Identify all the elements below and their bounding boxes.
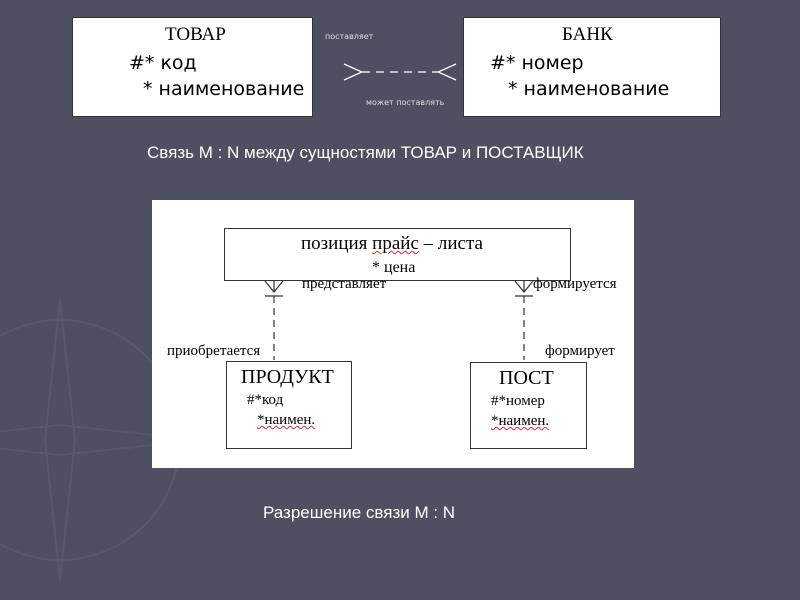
relationship-label: поставляет — [325, 32, 374, 41]
relationship-label: формируется — [533, 276, 617, 292]
entity-title: ПОСТ — [499, 367, 554, 389]
relationship-lines — [264, 280, 534, 360]
entity-attr: *наимен. — [491, 413, 550, 429]
entity-title: ТОВАР — [165, 24, 226, 45]
entity-attr: * цена — [372, 259, 416, 276]
many-to-many-connector — [343, 63, 457, 81]
relationship-label: приобретается — [167, 343, 261, 359]
relationship-label: представляет — [302, 276, 387, 292]
entity-tovar: ТОВАР #* код * наименование — [72, 17, 313, 117]
entity-attr: #* код — [129, 52, 197, 74]
entity-attr: * наименование — [143, 78, 305, 100]
caption-resolution: Разрешение связи M : N — [263, 503, 456, 522]
entity-title: ПРОДУКТ — [241, 366, 334, 388]
entity-attr: *наимен. — [257, 412, 316, 428]
resolution-diagram: позиция прайс – листа * цена представляе… — [152, 200, 634, 468]
entity-post: ПОСТ #*номер *наимен. — [470, 362, 587, 449]
entity-bank: БАНК #* номер * наименование — [463, 17, 721, 117]
entity-title: позиция прайс – листа — [301, 233, 483, 254]
entity-attr: #*код — [247, 392, 284, 408]
entity-attr: #*номер — [491, 393, 545, 409]
relationship-label: может поставлять — [366, 98, 445, 107]
entity-attr: #* номер — [490, 52, 584, 74]
entity-attr: * наименование — [508, 78, 670, 100]
entity-title: БАНК — [562, 24, 613, 45]
entity-price-list-item: позиция прайс – листа * цена — [224, 228, 571, 281]
caption-mn-relationship: Связь M : N между сущностями ТОВАР и ПОС… — [147, 143, 584, 162]
entity-product: ПРОДУКТ #*код *наимен. — [226, 361, 352, 449]
relationship-label: формирует — [545, 343, 615, 359]
